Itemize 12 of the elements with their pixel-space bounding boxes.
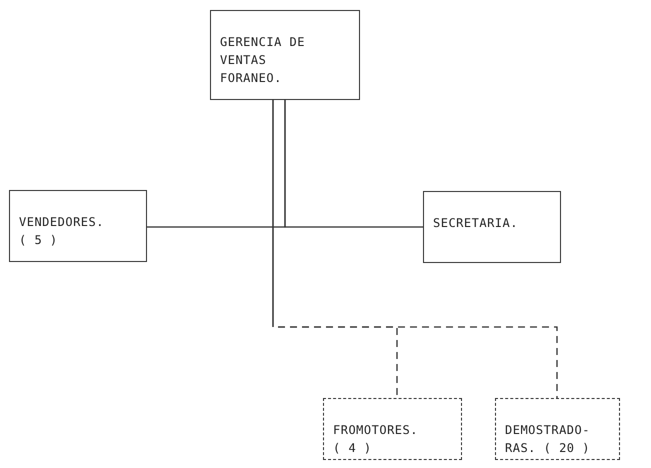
org-box	[323, 398, 462, 460]
org-box	[210, 10, 360, 100]
box-label: GERENCIA DE VENTAS FORANEO.	[220, 34, 306, 87]
box-label: DEMOSTRADO- RAS. ( 20 )	[505, 422, 591, 457]
connector-line	[272, 100, 558, 398]
box-label: FROMOTORES. ( 4 )	[333, 422, 419, 457]
box-label: SECRETARIA.	[433, 215, 519, 232]
connector-line	[284, 100, 423, 228]
org-box	[423, 191, 561, 263]
org-box	[495, 398, 620, 460]
box-label: VENDEDORES. ( 5 )	[19, 214, 105, 249]
org-box	[9, 190, 147, 262]
